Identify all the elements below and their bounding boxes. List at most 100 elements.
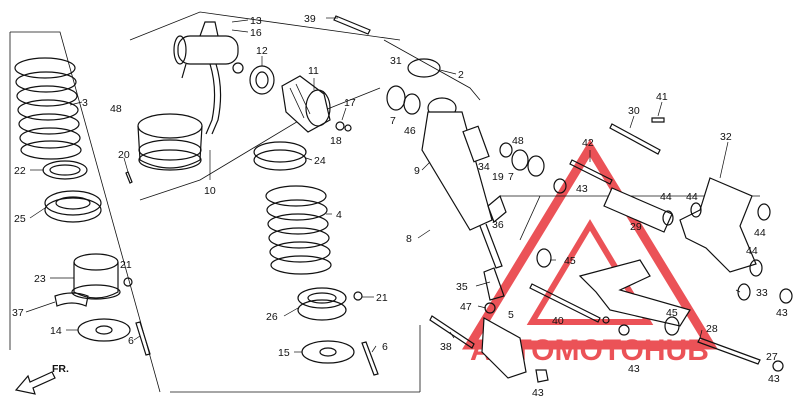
arm-29 — [603, 187, 673, 233]
washer-18 — [344, 124, 352, 132]
callout-n7b: 7 — [508, 171, 514, 183]
plate-15 — [301, 340, 355, 364]
front-direction-indicator: FR. — [14, 363, 69, 395]
callout-n26: 26 — [266, 311, 278, 323]
seal-44d — [749, 259, 763, 277]
callout-n36: 36 — [492, 219, 504, 231]
callout-n24: 24 — [314, 155, 326, 167]
callout-n31: 31 — [390, 55, 402, 67]
nut-43c — [779, 288, 793, 304]
callout-n20: 20 — [118, 149, 130, 161]
right-panel-left — [519, 195, 541, 241]
boot-10 — [137, 113, 203, 171]
washer-37 — [54, 292, 89, 307]
callout-n10: 10 — [204, 185, 216, 197]
callout-n43a: 43 — [532, 387, 544, 399]
leader-lines — [25, 17, 741, 353]
callout-n34: 34 — [478, 161, 490, 173]
bolt-38 — [429, 315, 475, 349]
callout-n41: 41 — [656, 91, 668, 103]
pin-20 — [125, 171, 133, 184]
callout-n39: 39 — [304, 13, 316, 25]
seal-44b — [690, 202, 702, 218]
callout-n21a: 21 — [120, 259, 132, 271]
nut-21b — [353, 291, 363, 301]
circlip-31 — [407, 58, 441, 78]
nut-21a — [123, 277, 133, 287]
callout-n16: 16 — [250, 27, 262, 39]
callout-n38: 38 — [440, 341, 452, 353]
left-panel-border — [10, 31, 161, 393]
pin-30 — [609, 123, 661, 155]
callout-n45a: 45 — [564, 255, 576, 267]
bolt-39 — [333, 15, 371, 35]
callout-n28: 28 — [706, 323, 718, 335]
spring-4 — [265, 185, 332, 275]
callout-n8: 8 — [406, 233, 412, 245]
callout-n43c: 43 — [776, 307, 788, 319]
callout-n3: 3 — [82, 97, 88, 109]
callout-n27: 27 — [766, 351, 778, 363]
callout-n6a: 6 — [128, 335, 134, 347]
ring-24 — [253, 141, 307, 171]
callout-n18: 18 — [330, 135, 342, 147]
label-36 — [487, 194, 507, 224]
collar-26 — [297, 287, 347, 321]
callout-n12: 12 — [256, 45, 268, 57]
plate-14 — [77, 318, 131, 342]
callout-n44a: 44 — [660, 191, 672, 203]
callout-n2: 2 — [458, 69, 464, 81]
adjuster-11 — [281, 75, 331, 133]
ring-12 — [249, 65, 275, 95]
callout-n43d: 43 — [628, 363, 640, 375]
callout-n40: 40 — [552, 315, 564, 327]
pin-6a — [135, 321, 151, 356]
callout-n44b: 44 — [686, 191, 698, 203]
callout-n32: 32 — [720, 131, 732, 143]
damper-9 — [421, 97, 505, 301]
callout-labels: 3 22 25 20 23 21 37 14 6 48 10 13 16 12 … — [12, 13, 788, 399]
callout-n14: 14 — [50, 325, 62, 337]
bushing-34 — [462, 125, 490, 163]
callout-n42: 42 — [582, 137, 594, 149]
reservoir-assembly — [173, 21, 244, 135]
nut-43b — [553, 178, 567, 194]
front-arrow-icon — [14, 371, 56, 395]
seal-46 — [403, 93, 421, 115]
shock-panel-border — [383, 39, 481, 101]
nut-43e — [772, 360, 784, 372]
bolt-42 — [569, 159, 613, 185]
bolt-17 — [335, 121, 345, 131]
collar-25 — [44, 190, 102, 223]
callout-n19: 19 — [492, 171, 504, 183]
link-32 — [679, 177, 757, 273]
center-panel-lower — [139, 87, 381, 201]
callout-n17: 17 — [344, 97, 356, 109]
callout-n7a: 7 — [390, 115, 396, 127]
nut-43f — [602, 316, 610, 324]
bolt-27 — [697, 337, 761, 365]
lower-arm — [578, 259, 691, 327]
seal-44a — [662, 210, 674, 226]
callout-n48a: 48 — [110, 103, 122, 115]
collar-48b — [499, 142, 513, 158]
callout-n11: 11 — [308, 65, 319, 77]
callout-n30: 30 — [628, 105, 640, 117]
seal-7b — [527, 155, 545, 177]
callout-n23: 23 — [34, 273, 46, 285]
nut-43d — [618, 324, 630, 336]
pin-6b — [361, 341, 379, 376]
collar-19 — [511, 149, 529, 171]
seal-7a — [386, 85, 406, 111]
callout-n43e: 43 — [768, 373, 780, 385]
callout-n44d: 44 — [746, 245, 758, 257]
spring-3 — [14, 57, 82, 160]
callout-n43b: 43 — [576, 183, 588, 195]
callout-n44c: 44 — [754, 227, 766, 239]
nut-43a — [535, 369, 549, 383]
callout-n4: 4 — [336, 209, 342, 221]
callout-n21b: 21 — [376, 292, 388, 304]
bolt-41 — [651, 117, 665, 123]
callout-n15: 15 — [278, 347, 290, 359]
